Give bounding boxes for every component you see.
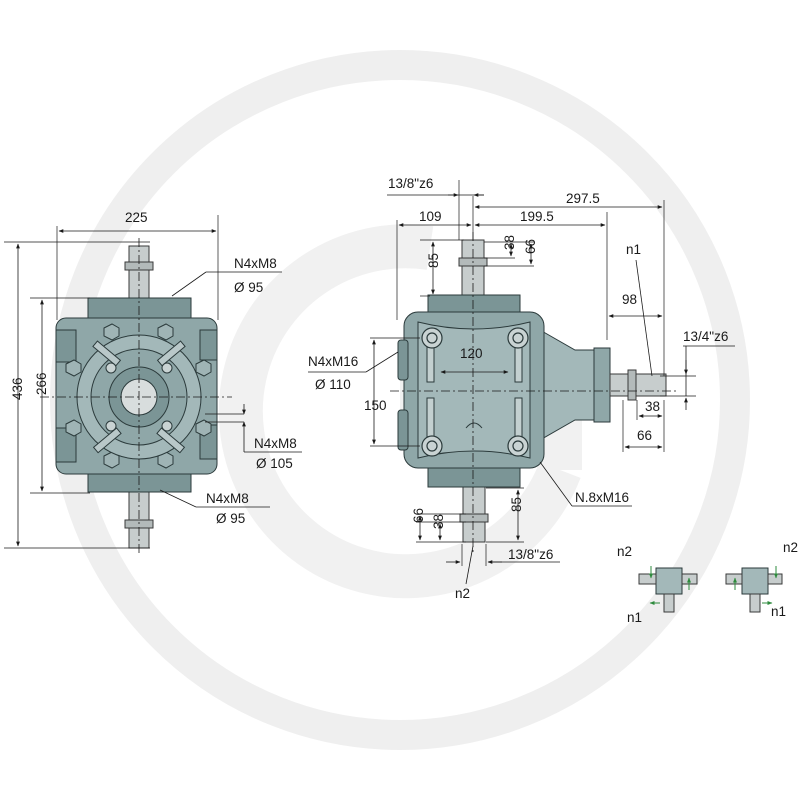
side-corner-bolts <box>421 327 529 457</box>
dim-109: 109 <box>419 209 442 224</box>
rotation-diagram-2: n2 n1 <box>725 540 798 619</box>
side-view-dimensions: 13/8"z6 297.5 109 199.5 85 38 66 n1 98 1… <box>308 176 735 601</box>
rot1-bottom-shaft <box>663 593 675 613</box>
left-lug <box>55 329 77 363</box>
rot1-body <box>655 567 683 595</box>
cover-slots <box>92 340 186 454</box>
dim-436: 436 <box>10 377 25 400</box>
n2-label: n2 <box>455 586 470 601</box>
dim-85-bottom: 85 <box>509 497 524 512</box>
side-right-collar <box>627 369 637 401</box>
left-flange-diameter: Ø 110 <box>315 377 351 392</box>
dim-66-top: 66 <box>523 239 538 254</box>
side-flange-bolts: N4xM8 <box>254 436 297 451</box>
top-flange-diameter: Ø 95 <box>234 280 263 295</box>
n1-label: n1 <box>626 242 641 257</box>
shaft-bottom-spec: 13/8"z6 <box>508 547 553 562</box>
rot2-bottom-shaft <box>749 593 761 613</box>
shaft-right-spec: 13/4"z6 <box>683 329 728 344</box>
dim-38-top: 38 <box>502 235 517 250</box>
left-flange-bolts: N4xM16 <box>308 354 358 369</box>
dim-225: 225 <box>125 210 148 225</box>
right-lug <box>199 329 218 361</box>
front-view <box>40 238 232 555</box>
side-left-boss-lower <box>397 409 409 451</box>
hex-bolts <box>65 323 212 469</box>
top-flange <box>87 297 192 321</box>
side-inner-panel <box>417 321 531 459</box>
side-right-shaft <box>609 373 667 397</box>
dim-85-top: 85 <box>426 253 441 268</box>
right-output-flange <box>593 347 611 423</box>
cover-bolts <box>105 362 173 432</box>
rot2-right-shaft <box>767 573 783 585</box>
dim-38-bottom: 38 <box>431 514 446 529</box>
bottom-flange-diameter: Ø 95 <box>216 511 245 526</box>
dim-98: 98 <box>622 292 637 307</box>
bottom-flange-bolts-side: N.8xM16 <box>575 490 629 505</box>
rot2-left-shaft <box>725 573 743 585</box>
dim-199-5: 199.5 <box>520 209 554 224</box>
rotation-diagram-1: n2 n1 <box>617 544 698 625</box>
top-flange-bolts: N4xM8 <box>234 256 277 271</box>
shaft-top-spec: 13/8"z6 <box>388 176 433 191</box>
dim-120: 120 <box>460 346 483 361</box>
rot1-left-shaft <box>638 573 657 585</box>
rot1-bottom-label: n1 <box>627 610 642 625</box>
dim-66-bottom: 66 <box>411 508 426 523</box>
side-view <box>390 232 676 552</box>
front-view-dimensions: 225 436 266 N4xM8 Ø 95 N4xM8 Ø 105 N4xM8… <box>4 210 302 549</box>
side-bottom-collar <box>459 513 489 523</box>
dim-38-right: 38 <box>645 399 660 414</box>
rot1-top-label: n2 <box>617 544 632 559</box>
side-flange-diameter: Ø 105 <box>256 456 293 471</box>
bottom-flange-bolts: N4xM8 <box>206 491 249 506</box>
side-left-boss <box>397 339 409 381</box>
rot2-top-label: n2 <box>783 540 798 555</box>
drain-plug <box>465 422 483 429</box>
dim-266: 266 <box>34 372 49 395</box>
dim-297-5: 297.5 <box>566 191 600 206</box>
rot2-body <box>741 567 769 595</box>
rot2-bottom-label: n1 <box>771 604 786 619</box>
dim-66-right: 66 <box>637 428 652 443</box>
dim-150: 150 <box>364 398 387 413</box>
